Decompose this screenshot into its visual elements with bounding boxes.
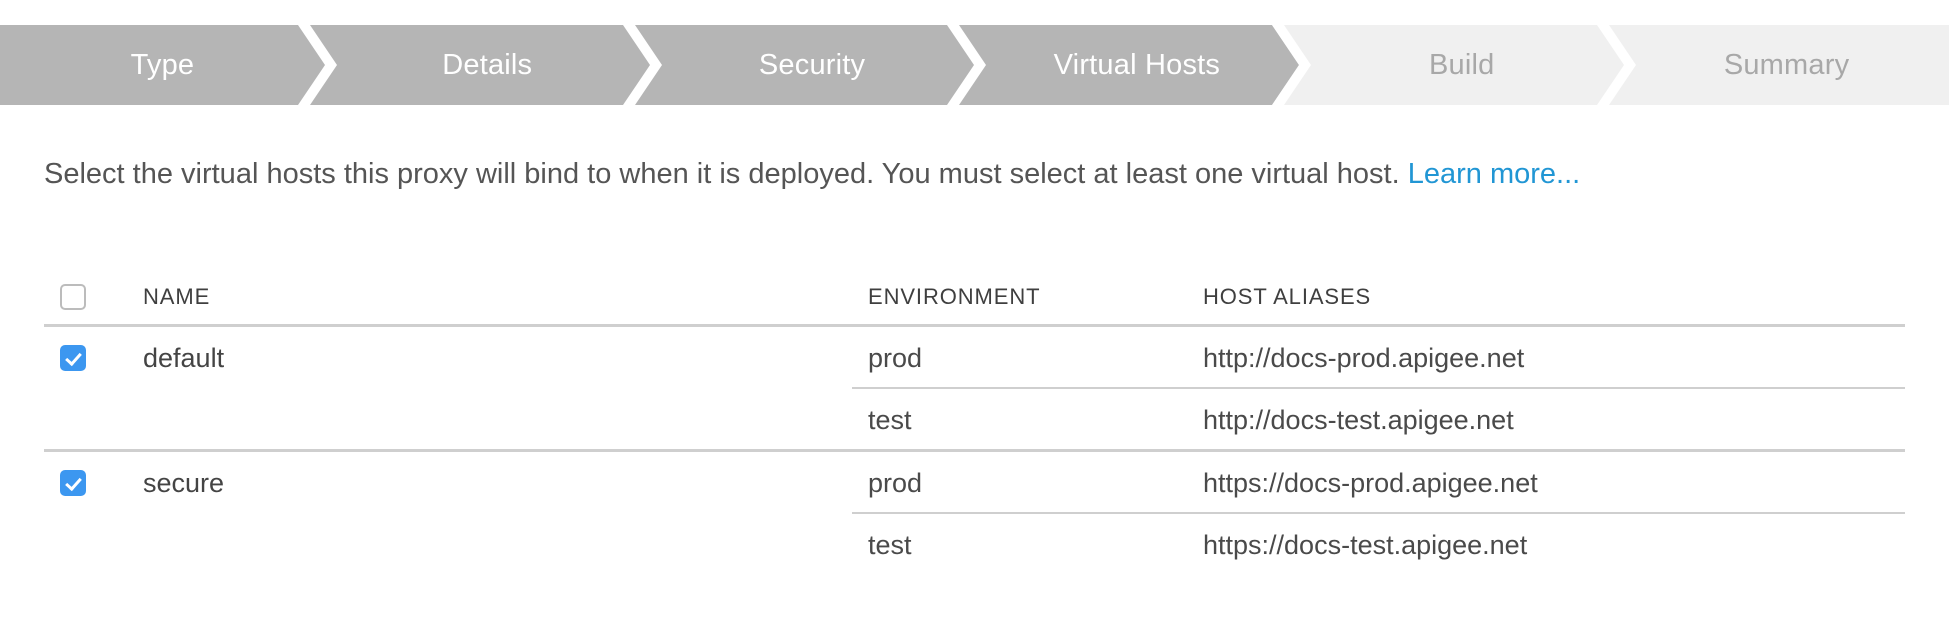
virtual-hosts-table: NAME ENVIRONMENT HOST ALIASES default pr… <box>44 272 1905 574</box>
row-checkbox-default[interactable] <box>60 345 86 371</box>
wizard-step-label: Build <box>1428 48 1495 81</box>
cell-host-alias: https://docs-test.apigee.net <box>1203 530 1528 560</box>
wizard-step-virtual-hosts[interactable]: Virtual Hosts <box>974 25 1327 105</box>
table-header-divider <box>44 324 1905 327</box>
row-checkbox-cell <box>60 470 86 501</box>
select-all-checkbox[interactable] <box>60 284 86 310</box>
row-checkbox-secure[interactable] <box>60 470 86 496</box>
wizard-stepper: Type Details Security Virtual Hosts Buil… <box>0 25 1949 105</box>
table-subrow: test https://docs-test.apigee.net <box>44 514 1905 574</box>
row-name-default: default <box>143 343 225 373</box>
column-header-environment: ENVIRONMENT <box>868 284 1041 309</box>
cell-environment: test <box>868 405 912 435</box>
learn-more-link[interactable]: Learn more... <box>1407 158 1581 190</box>
row-checkbox-cell <box>60 345 86 376</box>
select-all-checkbox-cell <box>60 284 100 315</box>
wizard-step-type[interactable]: Type <box>0 25 337 105</box>
wizard-step-label: Type <box>130 48 195 81</box>
table-subrow: test http://docs-test.apigee.net <box>44 389 1905 449</box>
cell-environment: test <box>868 530 912 560</box>
table-group-divider <box>44 449 1905 452</box>
table-subrow: prod https://docs-prod.apigee.net <box>44 452 1905 512</box>
cell-environment: prod <box>868 343 923 373</box>
row-name-secure: secure <box>143 468 225 498</box>
cell-environment: prod <box>868 468 923 498</box>
column-header-name: NAME <box>143 284 211 309</box>
wizard-step-label: Security <box>758 48 866 81</box>
subrow-divider <box>852 387 1905 389</box>
wizard-step-label: Details <box>442 48 533 81</box>
wizard-step-label: Summary <box>1723 48 1850 81</box>
wizard-step-security[interactable]: Security <box>649 25 987 105</box>
table-row: secure prod https://docs-prod.apigee.net… <box>44 452 1905 574</box>
description-text: Select the virtual hosts this proxy will… <box>44 158 1408 190</box>
table-row: default prod http://docs-prod.apigee.net… <box>44 327 1905 449</box>
wizard-step-summary[interactable]: Summary <box>1624 25 1949 105</box>
table-header-row: NAME ENVIRONMENT HOST ALIASES <box>44 272 1905 324</box>
cell-host-alias: http://docs-test.apigee.net <box>1203 405 1514 435</box>
column-header-host-aliases: HOST ALIASES <box>1203 284 1372 309</box>
table-subrow: prod http://docs-prod.apigee.net <box>44 327 1905 387</box>
wizard-step-label: Virtual Hosts <box>1053 48 1221 81</box>
wizard-step-details[interactable]: Details <box>324 25 662 105</box>
page-description: Select the virtual hosts this proxy will… <box>44 158 1580 191</box>
wizard-step-build[interactable]: Build <box>1299 25 1637 105</box>
subrow-divider <box>852 512 1905 514</box>
cell-host-alias: https://docs-prod.apigee.net <box>1203 468 1538 498</box>
cell-host-alias: http://docs-prod.apigee.net <box>1203 343 1525 373</box>
